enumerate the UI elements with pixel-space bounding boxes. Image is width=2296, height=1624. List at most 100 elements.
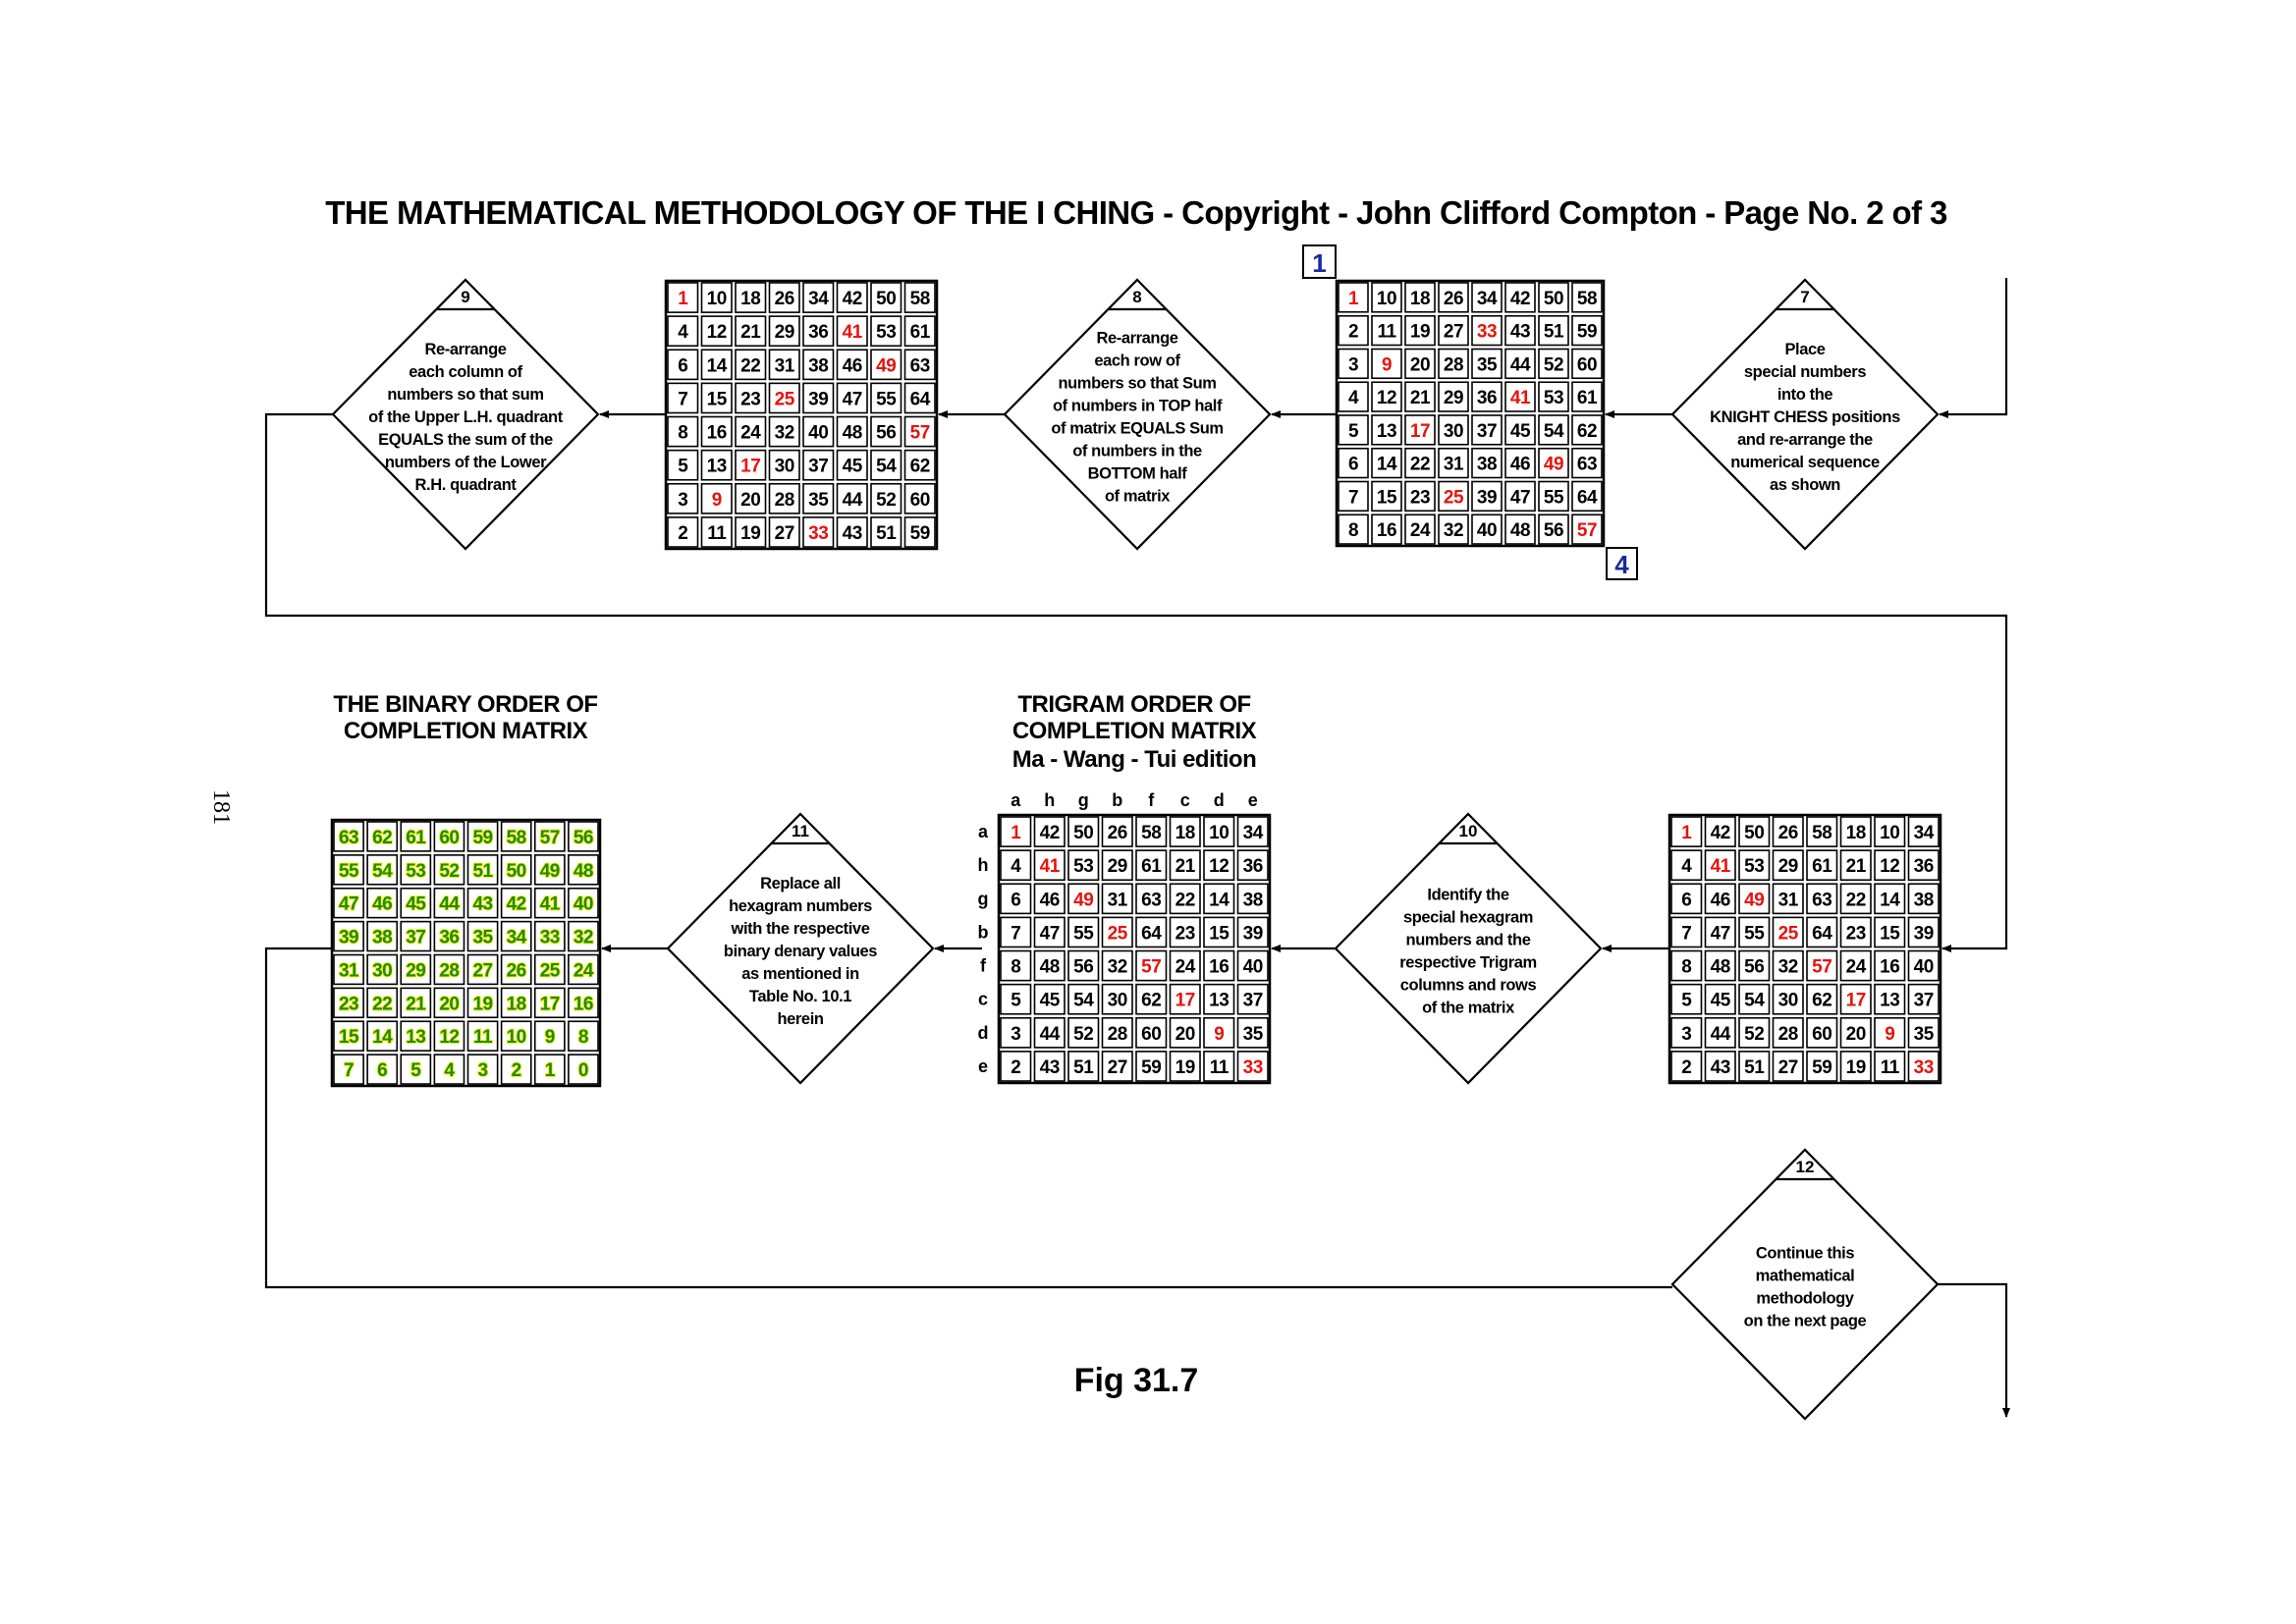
- matrix-cell: [1471, 514, 1503, 545]
- matrix-cell: [1371, 414, 1402, 446]
- matrix-cell-value: 1: [678, 289, 688, 309]
- matrix-cell-value: 43: [843, 523, 862, 544]
- matrix-cell-value: 34: [1243, 823, 1264, 843]
- matrix-cell-value: 32: [775, 423, 794, 444]
- matrix-cell-value: 62: [910, 457, 930, 477]
- matrix-cell: [1203, 849, 1235, 882]
- matrix-cell-value: 6: [1681, 890, 1691, 910]
- connector-start: [1939, 278, 2008, 418]
- matrix-cell-value: 63: [910, 355, 930, 376]
- matrix-cell: [768, 516, 800, 548]
- matrix-cell-value: 41: [540, 894, 561, 915]
- matrix-cell-value: 40: [574, 894, 593, 915]
- matrix-cell: [1806, 983, 1838, 1015]
- matrix-cell: [1371, 314, 1402, 347]
- matrix-cell-value: 40: [1243, 957, 1263, 978]
- step-text-line: Identify the: [1427, 887, 1508, 904]
- matrix-cell: [1135, 816, 1168, 847]
- matrix-cell: [1538, 447, 1569, 479]
- matrix-cell: [903, 449, 936, 481]
- matrix-cell-value: 57: [540, 828, 560, 848]
- trigram-column-label: a: [1011, 790, 1021, 810]
- matrix-cell: [1907, 816, 1940, 847]
- matrix-cell-value: 40: [1914, 957, 1934, 978]
- step-text-line: R.H. quadrant: [415, 476, 518, 494]
- matrix-cell: [433, 821, 465, 852]
- step-number: 9: [461, 288, 469, 306]
- matrix-cell-value: 9: [545, 1027, 555, 1048]
- matrix-cell: [1067, 1016, 1100, 1049]
- matrix-cell: [1438, 282, 1469, 313]
- matrix-cell-value: 44: [1040, 1024, 1061, 1045]
- matrix-cell-value: 38: [1914, 890, 1934, 910]
- matrix-cell: [1839, 1016, 1872, 1049]
- matrix-cell: [1033, 949, 1066, 982]
- matrix-cell: [836, 382, 868, 414]
- matrix-cell-value: 7: [1681, 923, 1691, 944]
- matrix-cell-value: 16: [1880, 957, 1899, 978]
- matrix-cell: [568, 920, 599, 952]
- matrix-cell: [1438, 514, 1469, 545]
- matrix-cell: [1135, 983, 1168, 1015]
- matrix-cell: [533, 987, 566, 1019]
- matrix-cell: [1338, 314, 1369, 347]
- matrix-cell: [1101, 916, 1133, 948]
- matrix-cell: [1438, 314, 1469, 347]
- matrix-cell-value: 30: [1108, 991, 1127, 1011]
- matrix-cell-value: 20: [1846, 1024, 1866, 1045]
- matrix-cell: [802, 315, 835, 348]
- matrix-cell: [735, 315, 767, 348]
- matrix-cell-value: 60: [1812, 1024, 1831, 1045]
- matrix-cell: [433, 1020, 465, 1052]
- binary-matrix-title-line-2: COMPLETION MATRIX: [344, 718, 588, 744]
- matrix-cell: [1101, 949, 1133, 982]
- matrix-cell: [1772, 883, 1804, 915]
- step-text-line: numbers so that sum: [387, 386, 543, 404]
- matrix-cell-value: 56: [876, 423, 896, 444]
- step-text-line: respective Trigram: [1399, 954, 1537, 972]
- trigram-row-label: b: [978, 922, 989, 942]
- matrix-cell: [1907, 916, 1940, 948]
- matrix-cell: [1738, 816, 1771, 847]
- matrix-cell: [735, 482, 767, 514]
- matrix-cell: [1033, 883, 1066, 915]
- step-text-line: herein: [777, 1010, 823, 1028]
- matrix-cell-value: 36: [439, 928, 459, 948]
- trigram-row-label: d: [978, 1023, 989, 1043]
- trigram-column-label: g: [1078, 790, 1089, 810]
- matrix-cell: [500, 854, 532, 886]
- matrix-cell: [870, 349, 902, 381]
- step-text-line: special numbers: [1744, 363, 1866, 381]
- matrix-cell-value: 25: [1778, 923, 1799, 944]
- matrix-cell: [836, 349, 868, 381]
- matrix-cell-value: 21: [1175, 856, 1196, 877]
- matrix-cell-value: 50: [1073, 823, 1093, 843]
- matrix-cell: [1806, 949, 1838, 982]
- matrix-cell-value: 27: [472, 960, 492, 981]
- trigram-row-label: f: [980, 956, 987, 976]
- matrix-cell: [1203, 983, 1235, 1015]
- diamond-shape: [666, 812, 935, 1085]
- matrix-cell-value: 8: [1348, 520, 1358, 541]
- matrix-cell: [1101, 983, 1133, 1015]
- matrix-cell-value: 9: [1382, 354, 1392, 375]
- matrix-cell-value: 15: [707, 389, 728, 409]
- matrix-cell: [1806, 883, 1838, 915]
- matrix-cell-value: 59: [1141, 1057, 1161, 1078]
- matrix-cell: [1738, 1051, 1771, 1082]
- connector-binary-to-12: [264, 947, 1672, 1289]
- matrix-cell-value: 29: [1778, 856, 1798, 877]
- matrix-cell: [1404, 348, 1436, 380]
- matrix-cell-value: 21: [1846, 856, 1867, 877]
- matrix-cell-value: 36: [1243, 856, 1263, 877]
- matrix-cell: [1371, 447, 1402, 479]
- matrix-cell-value: 37: [1243, 991, 1263, 1011]
- matrix-cell: [1874, 949, 1906, 982]
- matrix-cell-value: 42: [507, 894, 526, 915]
- matrix-cell: [903, 516, 936, 548]
